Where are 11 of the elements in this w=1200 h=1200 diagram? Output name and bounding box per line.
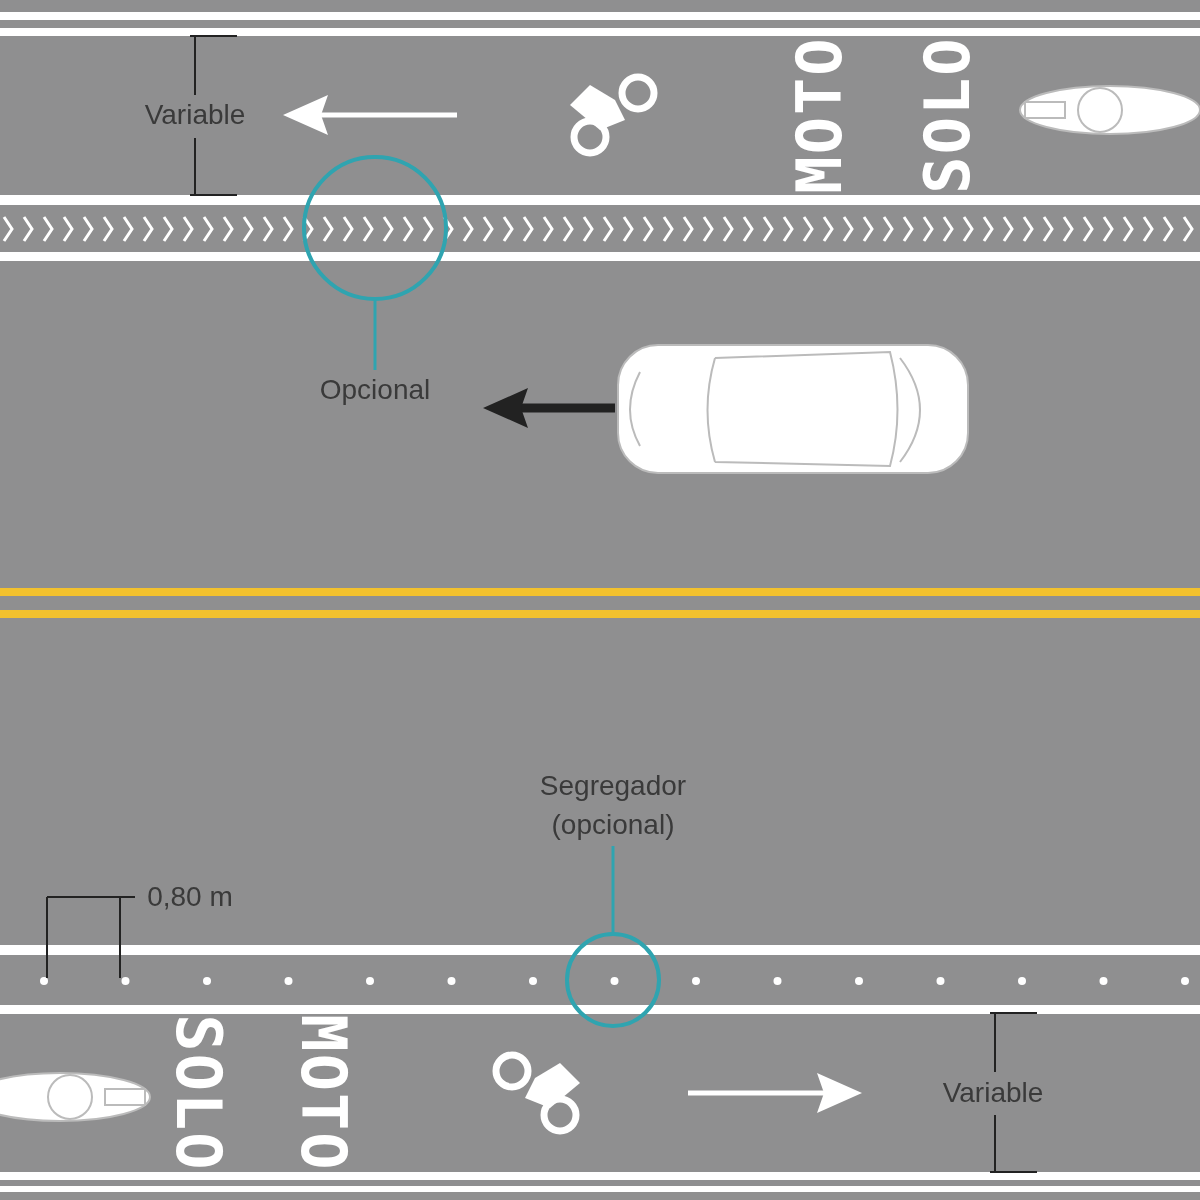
road-marking-text: SOLO <box>917 36 979 194</box>
leader-line <box>611 846 615 932</box>
leader-line <box>373 301 377 370</box>
road-marking-text: MOTO <box>789 36 851 194</box>
dimension-label: Variable <box>942 1077 1044 1109</box>
road-marking-text: MOTO <box>292 1014 354 1172</box>
callout-text: Opcional <box>318 373 432 407</box>
dimension-label: Variable <box>144 99 246 131</box>
dimension-label: 0,80 m <box>147 881 233 913</box>
callout-text: Segregador (opcional) <box>538 769 688 842</box>
road-marking-text: SOLO <box>167 1014 229 1172</box>
